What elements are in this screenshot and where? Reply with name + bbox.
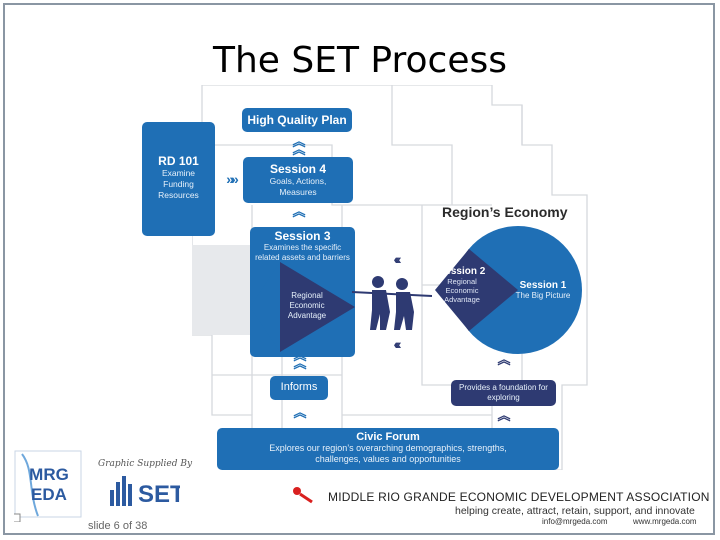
mrgeda-logo: MRG EDA (14, 450, 82, 522)
chevron-up-icon: ︽︽ (293, 348, 306, 371)
chevron-up-icon: ︽ (292, 204, 305, 219)
slide-title: The SET Process (213, 40, 507, 81)
contact-email: info@mrgeda.com (542, 517, 608, 526)
regional-advantage-left-shape (250, 262, 355, 352)
chevron-up-icon: ︽︽ (292, 134, 305, 157)
high-quality-plan-box: High Quality Plan (242, 108, 352, 132)
chevron-left-icon: ‹‹‹ (393, 336, 402, 352)
regions-economy-title: Region’s Economy (442, 204, 568, 220)
rd101-box: RD 101 Examine Funding Resources (142, 122, 215, 236)
svg-text:MRG: MRG (29, 465, 69, 484)
regional-advantage-left-label: Regional Economic Advantage (287, 291, 327, 320)
tug-of-war-icon (352, 276, 432, 330)
set-logo: SET (110, 476, 180, 508)
slide-frame (3, 3, 715, 535)
session-1-label: Session 1 The Big Picture (515, 280, 571, 300)
foundation-box: Provides a foundation for exploring (451, 380, 556, 406)
economy-pie-chart (435, 226, 582, 354)
session-2-label: Session 2 Regional Economic Advantage (438, 266, 486, 304)
svg-text:EDA: EDA (31, 485, 67, 504)
svg-text:SET: SET (138, 481, 180, 508)
slide-number: slide 6 of 38 (88, 520, 148, 532)
graphic-supplied-by: Graphic Supplied By (98, 459, 193, 469)
chevron-up-icon: ︽ (497, 352, 510, 367)
informs-box: Informs (270, 376, 328, 400)
tagline: helping create, attract, retain, support… (455, 505, 695, 517)
contact-website: www.mrgeda.com (633, 517, 697, 526)
chevron-up-icon: ︽ (293, 405, 306, 420)
session-4-box: Session 4 Goals, Actions, Measures (243, 157, 353, 203)
chevron-up-icon: ︽ (497, 408, 510, 423)
chevron-left-icon: ‹‹‹ (393, 251, 402, 267)
organization-name: MIDDLE RIO GRANDE ECONOMIC DEVELOPMENT A… (328, 490, 710, 504)
key-icon (293, 487, 313, 504)
chevron-right-icon: »» (226, 171, 239, 187)
civic-forum-box: Civic Forum Explores our region’s overar… (217, 428, 559, 470)
